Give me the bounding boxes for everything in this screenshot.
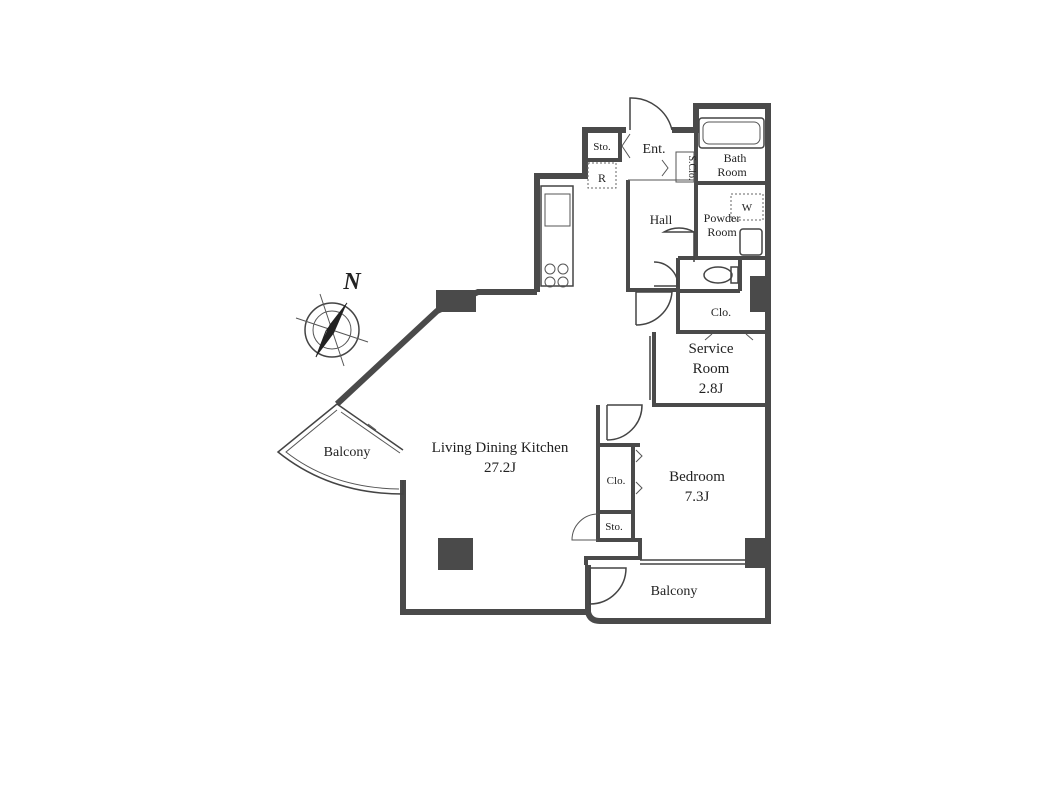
powder-room-line1: Powder <box>704 211 741 225</box>
exterior-walls <box>334 103 771 624</box>
washer-label: W <box>742 202 753 214</box>
ldk-name: Living Dining Kitchen <box>432 440 569 456</box>
bath-room-line2: Room <box>717 165 747 179</box>
kitchen-counter <box>540 185 574 288</box>
doors <box>571 97 754 605</box>
balcony-west-label: Balcony <box>324 445 371 460</box>
closet-hall-label: Clo. <box>711 305 731 319</box>
storage-entry-label: Sto. <box>593 141 611 153</box>
column-se <box>745 538 771 568</box>
fridge-space <box>587 162 617 189</box>
storage-bed-label: Sto. <box>605 521 623 533</box>
bathtub <box>698 117 765 149</box>
closet-bed-label: Clo. <box>607 475 626 487</box>
service-room-size: 2.8J <box>699 381 724 397</box>
service-room-name-1: Service <box>689 341 734 357</box>
stove-burner <box>544 263 556 275</box>
toilet <box>703 266 739 284</box>
hall-label: Hall <box>650 212 673 227</box>
entrance-label: Ent. <box>643 142 666 157</box>
washer-space <box>730 193 764 221</box>
powder-room-line2: Room <box>707 225 737 239</box>
compass-rose: N <box>295 269 369 367</box>
balcony-south-label: Balcony <box>651 584 698 599</box>
column-nw <box>436 290 476 312</box>
shoe-closet-label: S.Clo. <box>686 155 697 180</box>
powder-sink <box>739 228 763 256</box>
column-east <box>750 276 768 312</box>
balcony-west <box>276 403 404 495</box>
bedroom-name: Bedroom <box>669 469 725 485</box>
interior-walls <box>584 130 768 565</box>
column-center <box>438 538 473 570</box>
room-labels: Living Dining Kitchen 27.2J Bedroom 7.3J… <box>324 141 748 599</box>
compass-north-label: N <box>342 269 362 295</box>
bedroom-size: 7.3J <box>685 489 710 505</box>
bath-room-line1: Bath <box>724 151 747 165</box>
sink <box>544 193 571 227</box>
fridge-label: R <box>598 171 606 185</box>
ldk-size: 27.2J <box>484 460 516 476</box>
service-room-name-2: Room <box>693 361 730 377</box>
